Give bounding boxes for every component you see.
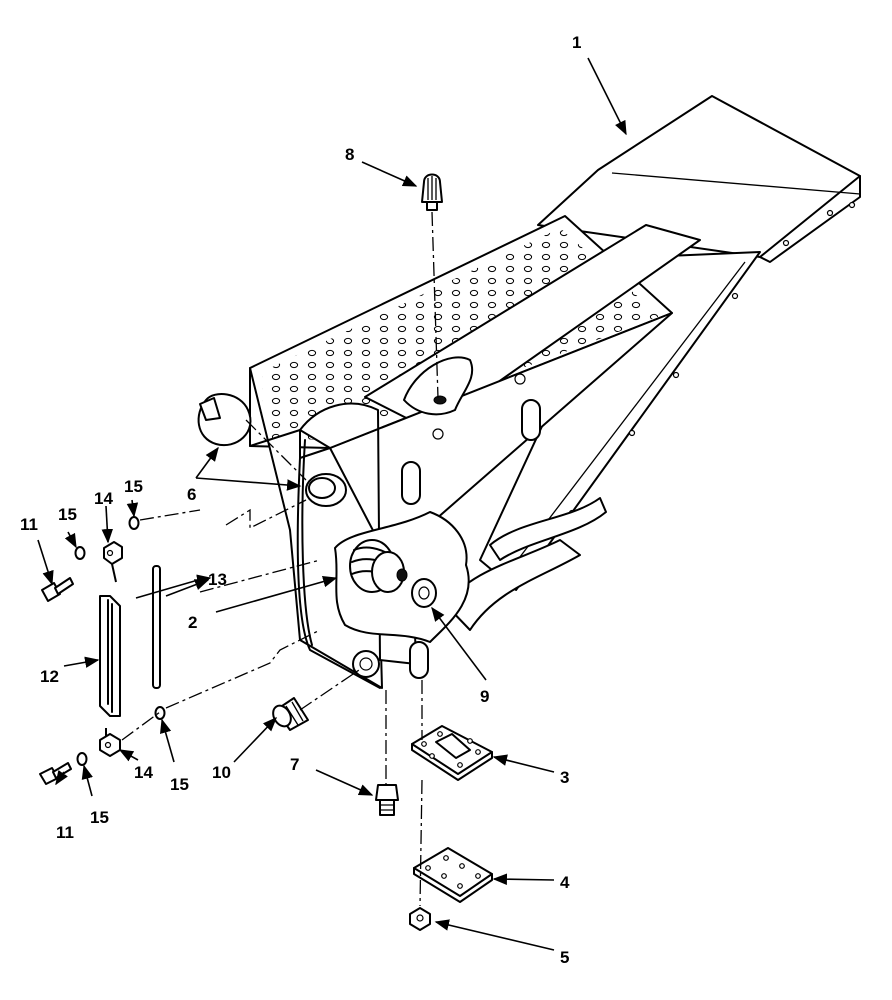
bushing (272, 697, 309, 731)
nut (409, 907, 431, 931)
callout-15-upper-left: 15 (58, 505, 77, 524)
bolt-lower (39, 762, 72, 785)
bottom-fitting (375, 784, 399, 816)
callout-14-lower: 14 (134, 763, 153, 782)
washer (411, 578, 437, 608)
knob (197, 393, 252, 447)
callout-5: 5 (560, 948, 569, 967)
top-plug (421, 173, 443, 211)
callout-8: 8 (345, 145, 354, 164)
clamp-lower (99, 728, 121, 757)
o-ring-1 (74, 546, 86, 560)
torsion-spring (349, 539, 408, 593)
leader-arrows (37, 57, 627, 951)
callout-13: 13 (208, 570, 227, 589)
callout-14-upper: 14 (94, 489, 113, 508)
callout-2: 2 (188, 613, 197, 632)
housing-boss (352, 650, 380, 678)
callout-9: 9 (480, 687, 489, 706)
callout-15-lower-right: 15 (170, 775, 189, 794)
callout-15-lower-left: 15 (90, 808, 109, 827)
rod (152, 565, 161, 689)
callout-4: 4 (560, 873, 570, 892)
o-ring-4 (76, 752, 88, 766)
bolt-upper (41, 577, 74, 602)
pedal-assembly (249, 95, 861, 689)
o-ring-3 (154, 706, 166, 720)
callout-15-upper-right: 15 (124, 477, 143, 496)
callout-6: 6 (187, 485, 196, 504)
o-ring-2 (128, 516, 140, 530)
lower-plate (413, 847, 493, 903)
callout-3: 3 (560, 768, 569, 787)
callout-7: 7 (290, 755, 299, 774)
channel-bracket (99, 595, 121, 717)
callout-1: 1 (572, 33, 581, 52)
callout-10: 10 (212, 763, 231, 782)
callout-labels: 1 8 6 2 13 12 9 10 7 3 4 5 11 15 14 15 1… (20, 33, 581, 967)
assembly-centerlines (121, 211, 439, 907)
clamp-upper (103, 541, 123, 583)
upper-plate (411, 725, 493, 781)
callout-11-upper: 11 (20, 515, 38, 534)
callout-11-lower: 11 (56, 823, 74, 842)
callout-12: 12 (40, 667, 59, 686)
